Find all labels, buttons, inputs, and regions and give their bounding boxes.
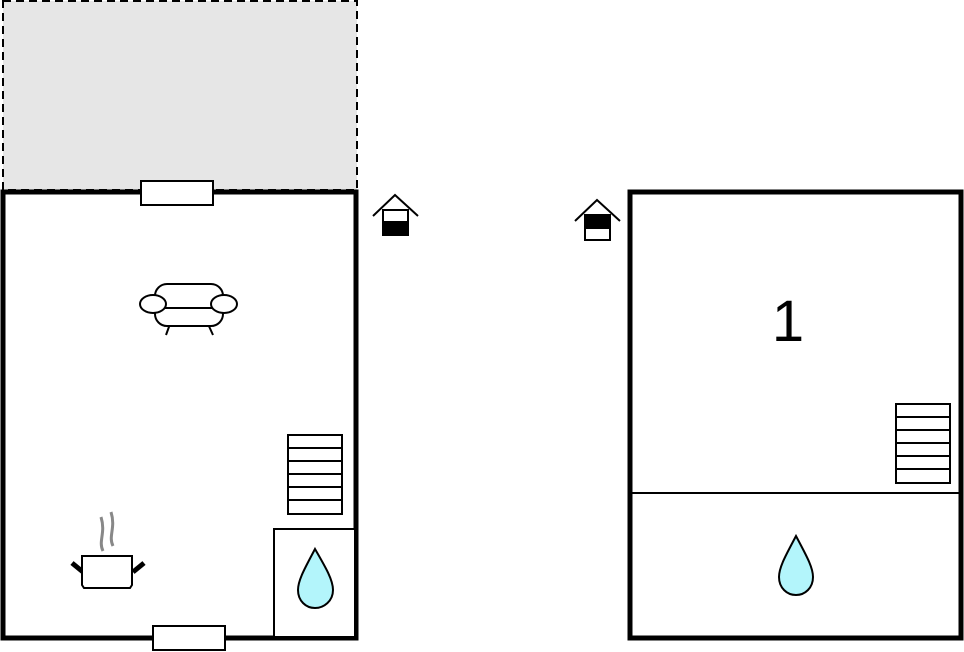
- house-ground-floor-icon: [372, 193, 419, 236]
- ground-floor: [0, 0, 359, 651]
- door: [152, 625, 226, 651]
- terrace-area: [2, 0, 358, 191]
- window: [140, 180, 214, 206]
- upper-floor: 1: [627, 189, 964, 641]
- room-number: 1: [772, 289, 804, 354]
- sofa-icon: [139, 283, 238, 336]
- water-drop-icon: [777, 533, 815, 597]
- cooking-pot-icon: [70, 511, 146, 589]
- stairs-icon: [895, 403, 951, 484]
- water-drop-icon: [296, 546, 335, 610]
- house-upper-floor-icon: [574, 198, 621, 241]
- stairs-icon: [287, 434, 343, 515]
